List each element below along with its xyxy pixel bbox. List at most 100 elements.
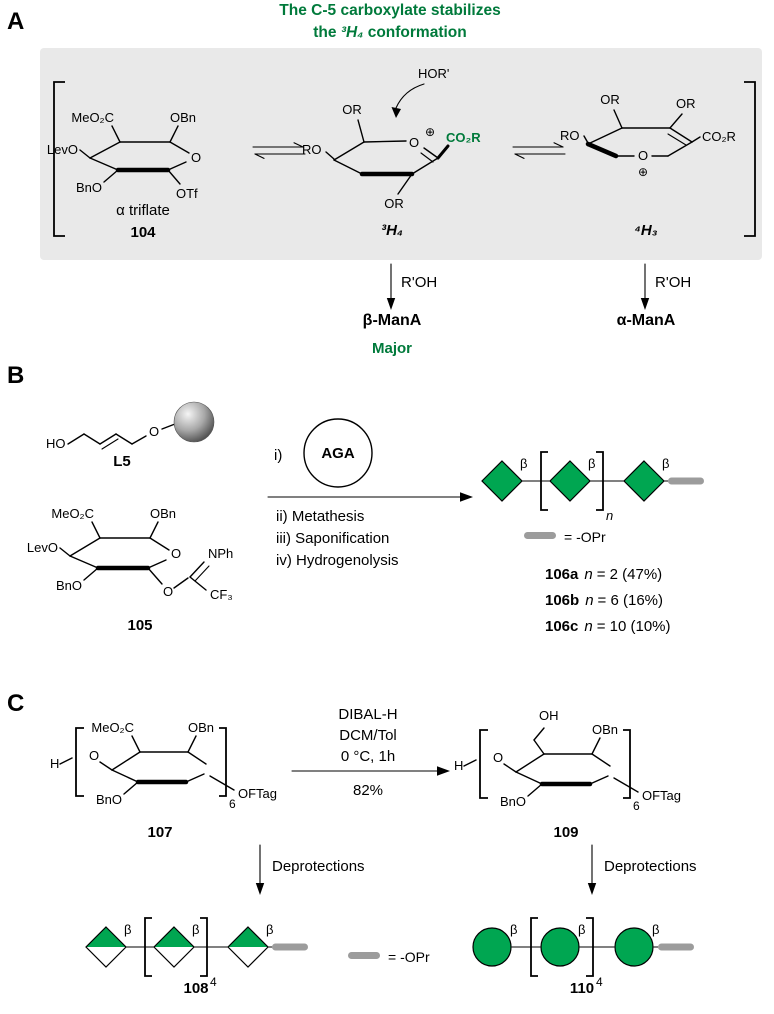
- beta-label: β: [510, 922, 517, 937]
- oxocarbenium-plus-icon: ⊕: [425, 125, 435, 139]
- mannose-circle-icon: [614, 927, 654, 967]
- aga-label: AGA: [321, 445, 355, 462]
- compound-104-number: 104: [130, 224, 156, 241]
- title-line2-pre: the: [313, 24, 341, 41]
- equilibrium-arrow-right: [512, 142, 566, 159]
- compound-106b-number: 106b: [545, 592, 580, 609]
- repeat-subscript-6: 6: [229, 797, 236, 811]
- alpha-triflate-caption: α triflate: [116, 202, 170, 219]
- repeat-bracket-right: [596, 451, 604, 511]
- meo2c-label: MeO₂C: [91, 720, 134, 735]
- legend-opr-b: = -OPr: [524, 529, 606, 545]
- panel-a-label: A: [7, 8, 25, 35]
- panel-b-label: B: [7, 362, 25, 389]
- meo2c-label: MeO₂C: [71, 110, 114, 125]
- ro-left-label: RO: [560, 128, 580, 143]
- cf3-label: CF₃: [210, 587, 233, 602]
- repeat-subscript-4: 4: [210, 975, 217, 989]
- or-bottom-label: OR: [384, 196, 404, 211]
- repeat-bracket-right: [219, 727, 227, 797]
- opr-linker-bar-icon: [524, 532, 556, 539]
- hor-nucleophile-label: HOR': [418, 66, 449, 81]
- title-line2-post: conformation: [363, 24, 467, 41]
- glycan-chain-108: β β 4 β: [85, 917, 308, 989]
- condition-solvent: DCM/Tol: [339, 727, 397, 744]
- mannose-circle-icon: [472, 927, 512, 967]
- repeat-subscript-6: 6: [633, 799, 640, 813]
- co2r-label: CO₂R: [446, 130, 481, 145]
- or-top-left-label: OR: [600, 92, 620, 107]
- structure-105: O MeO₂C OBn LevO BnO O NPh CF₃: [27, 506, 233, 602]
- otf-label: OTf: [176, 186, 198, 201]
- mana-diamond-bottom-icon: [228, 947, 268, 967]
- glycan-chain-110: β β 4 β: [472, 917, 694, 989]
- levo-label: LevO: [27, 540, 58, 555]
- mana-diamond-bottom-icon: [154, 947, 194, 967]
- repeat-bracket-left: [75, 727, 84, 797]
- aga-cycle: i) AGA: [274, 418, 373, 488]
- or-top-label: OR: [342, 102, 362, 117]
- step-i-label: i): [274, 447, 282, 464]
- 4h3-caption: ⁴H₃: [634, 222, 658, 239]
- linkage-oxygen-label: O: [493, 750, 503, 765]
- compound-110-number: 110: [569, 980, 595, 997]
- repeat-bracket-right: [623, 729, 631, 799]
- beta-label: β: [652, 922, 659, 937]
- n-variable: n: [584, 566, 593, 583]
- step-iv-label: iv) Hydrogenolysis: [276, 552, 399, 569]
- condition-dibal: DIBAL-H: [338, 706, 398, 723]
- structure-109: H O OH OBn BnO 6 OFTag: [454, 708, 681, 813]
- mana-diamond-outline: [227, 926, 269, 968]
- levo-label: LevO: [47, 142, 78, 157]
- bno-label: BnO: [56, 578, 82, 593]
- 3h4-caption: ³H₄: [381, 222, 403, 239]
- down-arrow-beta: [386, 263, 396, 310]
- opr-linker-bar-icon: [348, 952, 380, 959]
- compound-109-number: 109: [553, 824, 579, 841]
- ether-oxygen-label: O: [149, 424, 159, 439]
- reaction-arrow-c: [291, 766, 450, 776]
- condition-temp-time: 0 °C, 1h: [340, 748, 396, 765]
- obn-label: OBn: [592, 722, 618, 737]
- oxocarbenium-plus-icon: ⊕: [638, 165, 648, 179]
- deprotection-arrow-right: [587, 844, 597, 895]
- bno-label: BnO: [96, 792, 122, 807]
- roh-label-right: R'OH: [655, 274, 692, 291]
- opr-linker-bar-icon: [668, 477, 704, 485]
- opr-linker-bar-icon: [272, 943, 308, 951]
- repeat-bracket-left: [540, 451, 548, 511]
- deprotection-arrow-left: [255, 844, 265, 895]
- linkage-oxygen-label: O: [89, 748, 99, 763]
- aga-circle-icon: [303, 418, 373, 488]
- repeat-bracket-left: [144, 917, 152, 977]
- oftag-label: OFTag: [642, 788, 681, 803]
- step-iii-label: iii) Saponification: [276, 530, 390, 547]
- glycan-chain-106: β β n β: [481, 451, 704, 523]
- anomeric-oxygen-label: O: [163, 584, 173, 599]
- deprotections-label-left: Deprotections: [272, 858, 365, 875]
- obn-label: OBn: [188, 720, 214, 735]
- legend-opr-c: = -OPr: [348, 949, 430, 965]
- major-note: Major: [371, 340, 413, 357]
- beta-label: β: [192, 922, 199, 937]
- obn-label: OBn: [150, 506, 176, 521]
- alpha-mana-product: α-ManA: [616, 312, 676, 329]
- deprotections-label-right: Deprotections: [604, 858, 697, 875]
- beta-label: β: [266, 922, 273, 937]
- repeat-bracket-right: [586, 917, 594, 977]
- yield-text: = 6 (16%): [597, 592, 663, 609]
- yield-82: 82%: [352, 782, 384, 799]
- opr-legend-label: = -OPr: [564, 529, 606, 545]
- title-line2-conformation: ³H₄: [340, 24, 364, 41]
- beta-mana-product: β-ManA: [362, 312, 422, 329]
- repeat-bracket-left: [530, 917, 538, 977]
- yield-text: = 2 (47%): [596, 566, 663, 583]
- beta-label: β: [520, 456, 527, 471]
- opr-legend-label: = -OPr: [388, 949, 430, 965]
- l5-caption: L5: [113, 453, 131, 470]
- mana-diamond-top-icon: [228, 927, 268, 947]
